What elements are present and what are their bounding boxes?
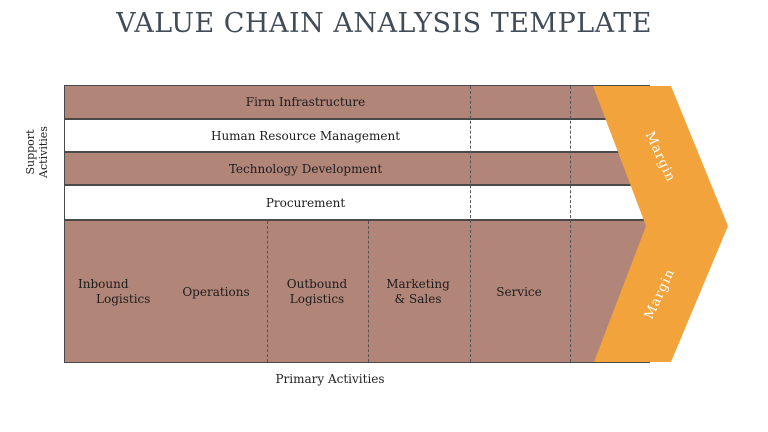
primary-item-label: Logistics	[96, 292, 151, 306]
primary-activities-block	[64, 220, 650, 363]
support-row-label: Firm Infrastructure	[245, 95, 366, 109]
primary-item-label: Inbound	[78, 277, 129, 291]
support-row-label: Procurement	[265, 195, 346, 210]
page-title: VALUE CHAIN ANALYSIS TEMPLATE	[116, 8, 652, 39]
primary-item-operations: Operations	[161, 277, 271, 307]
primary-item-label: Marketing	[386, 277, 450, 291]
support-row-technology-development: Technology Development	[64, 152, 650, 185]
primary-item-outbound-logistics: Outbound Logistics	[262, 277, 372, 307]
divider-service-margin	[570, 86, 571, 362]
divider-outbound-marketing	[368, 221, 369, 362]
primary-item-service: Service	[464, 277, 574, 307]
support-row-firm-infrastructure: Firm Infrastructure	[64, 85, 650, 119]
support-row-procurement: Procurement	[64, 185, 650, 220]
divider-marketing-service	[470, 86, 471, 362]
support-row-label: Technology Development	[228, 161, 383, 176]
primary-item-label: Service	[496, 284, 542, 299]
support-row-label: Human Resource Management	[210, 128, 401, 143]
primary-activities-axis-label: Primary Activities	[275, 372, 385, 386]
divider-operations-outbound	[267, 221, 268, 362]
primary-item-marketing-sales: Marketing & Sales	[363, 277, 473, 307]
primary-item-label: & Sales	[394, 292, 442, 306]
margin-arrow-shape	[593, 86, 728, 362]
primary-item-inbound-logistics: Inbound Logistics	[78, 277, 188, 307]
primary-item-label: Outbound Logistics	[286, 277, 348, 306]
primary-item-label: Operations	[182, 284, 250, 299]
